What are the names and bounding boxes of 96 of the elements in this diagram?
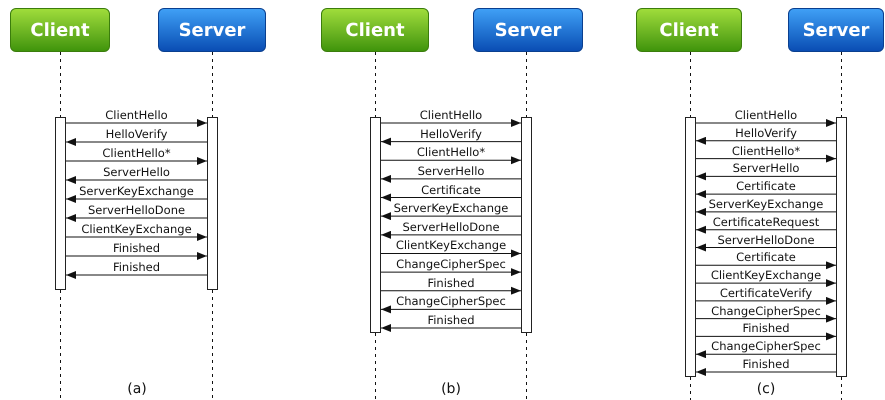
participant-name: Server bbox=[802, 18, 870, 42]
edge-label: Finished bbox=[742, 322, 790, 336]
participant-box bbox=[473, 8, 583, 52]
edge-label: ServerKeyExchange bbox=[708, 198, 824, 211]
message-arrow bbox=[696, 314, 836, 323]
edge-label: Certificate bbox=[421, 184, 481, 197]
edge-label: ClientHello bbox=[420, 109, 482, 122]
participant-box bbox=[10, 8, 110, 52]
edge-label: ServerHelloDone bbox=[717, 234, 815, 246]
edge-label: Finished bbox=[112, 242, 160, 255]
message-arrow bbox=[696, 172, 836, 180]
edge-label: Finished bbox=[427, 276, 475, 290]
lifeline bbox=[841, 52, 842, 118]
message-arrow bbox=[66, 157, 208, 165]
activation-bar bbox=[836, 117, 847, 377]
message-arrow bbox=[380, 268, 522, 276]
message-arrow bbox=[380, 212, 522, 220]
participant-name: Server bbox=[494, 18, 562, 42]
message-arrow bbox=[696, 119, 836, 127]
message-arrow bbox=[380, 305, 522, 314]
message-arrow bbox=[696, 332, 836, 340]
message-arrow bbox=[696, 368, 836, 376]
message-arrow bbox=[696, 296, 836, 305]
message-arrow bbox=[696, 350, 836, 358]
activation-bar bbox=[521, 117, 532, 333]
edge-label: ServerHelloDone bbox=[88, 204, 186, 217]
edge-label: Finished bbox=[742, 358, 790, 371]
activation-bar bbox=[685, 117, 696, 377]
activation-bar bbox=[370, 117, 381, 333]
edge-label: HelloVerify bbox=[735, 126, 797, 140]
message-arrow bbox=[380, 119, 522, 127]
edge-label: ClientHello* bbox=[416, 146, 486, 160]
edge-label: Certificate bbox=[736, 251, 796, 264]
message-arrow bbox=[696, 226, 836, 234]
lifeline bbox=[526, 52, 527, 118]
activation-bar bbox=[207, 117, 218, 290]
edge-label: ServerHello bbox=[103, 166, 170, 179]
edge-label: ServerKeyExchange bbox=[79, 185, 194, 198]
message-arrow bbox=[66, 271, 208, 279]
edge-label: ClientHello bbox=[734, 109, 798, 122]
edge-label: ClientKeyExchange bbox=[396, 239, 506, 252]
participant-box bbox=[788, 8, 884, 52]
edge-label: Finished bbox=[112, 261, 160, 274]
activation-bar bbox=[55, 117, 66, 290]
edge-label: HelloVerify bbox=[106, 128, 168, 141]
message-arrow bbox=[380, 194, 522, 202]
participant-name: Server bbox=[178, 18, 246, 42]
edge-label: ServerHelloDone bbox=[402, 220, 500, 234]
edge-label: ChangeCipherSpec bbox=[711, 340, 821, 354]
message-arrow bbox=[696, 279, 836, 288]
message-arrow bbox=[66, 195, 208, 203]
message-arrow bbox=[380, 249, 522, 258]
edge-label: ClientKeyExchange bbox=[710, 269, 822, 282]
message-arrow bbox=[66, 233, 208, 241]
edge-label: ChangeCipherSpec bbox=[396, 258, 506, 272]
edge-label: HelloVerify bbox=[420, 128, 482, 141]
edge-label: CertificateRequest bbox=[712, 216, 820, 229]
lifeline bbox=[212, 52, 213, 118]
participant-box bbox=[321, 8, 429, 52]
participant-box bbox=[158, 8, 266, 52]
edge-label: ClientHello* bbox=[102, 147, 171, 160]
message-arrow bbox=[696, 244, 836, 252]
message-arrow bbox=[696, 154, 836, 163]
edge-label: ClientHello* bbox=[732, 144, 800, 158]
message-arrow bbox=[380, 174, 522, 183]
edge-label: ChangeCipherSpec bbox=[711, 304, 821, 318]
participant-box bbox=[636, 8, 742, 52]
message-arrow bbox=[380, 324, 522, 332]
lifeline bbox=[375, 52, 376, 118]
edge-label: ClientKeyExchange bbox=[81, 223, 192, 236]
message-arrow bbox=[66, 252, 208, 260]
message-arrow bbox=[380, 138, 522, 146]
message-arrow bbox=[696, 190, 836, 198]
participant-name: Client bbox=[345, 18, 405, 42]
message-arrow bbox=[380, 156, 522, 164]
edge-label: ClientHello bbox=[105, 109, 168, 122]
message-arrow bbox=[380, 286, 522, 295]
message-arrow bbox=[380, 230, 522, 239]
edge-label: Finished bbox=[427, 314, 475, 327]
lifeline bbox=[60, 52, 61, 118]
lifeline bbox=[690, 52, 691, 118]
edge-label: ChangeCipherSpec bbox=[396, 295, 506, 308]
edge-label: ServerHello bbox=[418, 164, 484, 178]
edge-label: ServerKeyExchange bbox=[394, 202, 508, 216]
participant-name: Client bbox=[659, 18, 719, 42]
message-arrow bbox=[696, 208, 836, 216]
participant-name: Client bbox=[30, 18, 90, 42]
message-arrow bbox=[66, 176, 208, 184]
message-arrow bbox=[66, 214, 208, 222]
message-arrow bbox=[696, 136, 836, 145]
edge-label: CertificateVerify bbox=[720, 286, 812, 300]
edge-label: Certificate bbox=[736, 180, 796, 194]
message-arrow bbox=[696, 261, 836, 270]
message-arrow bbox=[66, 119, 208, 127]
edge-label: ServerHello bbox=[732, 162, 800, 176]
message-arrow bbox=[66, 138, 208, 146]
